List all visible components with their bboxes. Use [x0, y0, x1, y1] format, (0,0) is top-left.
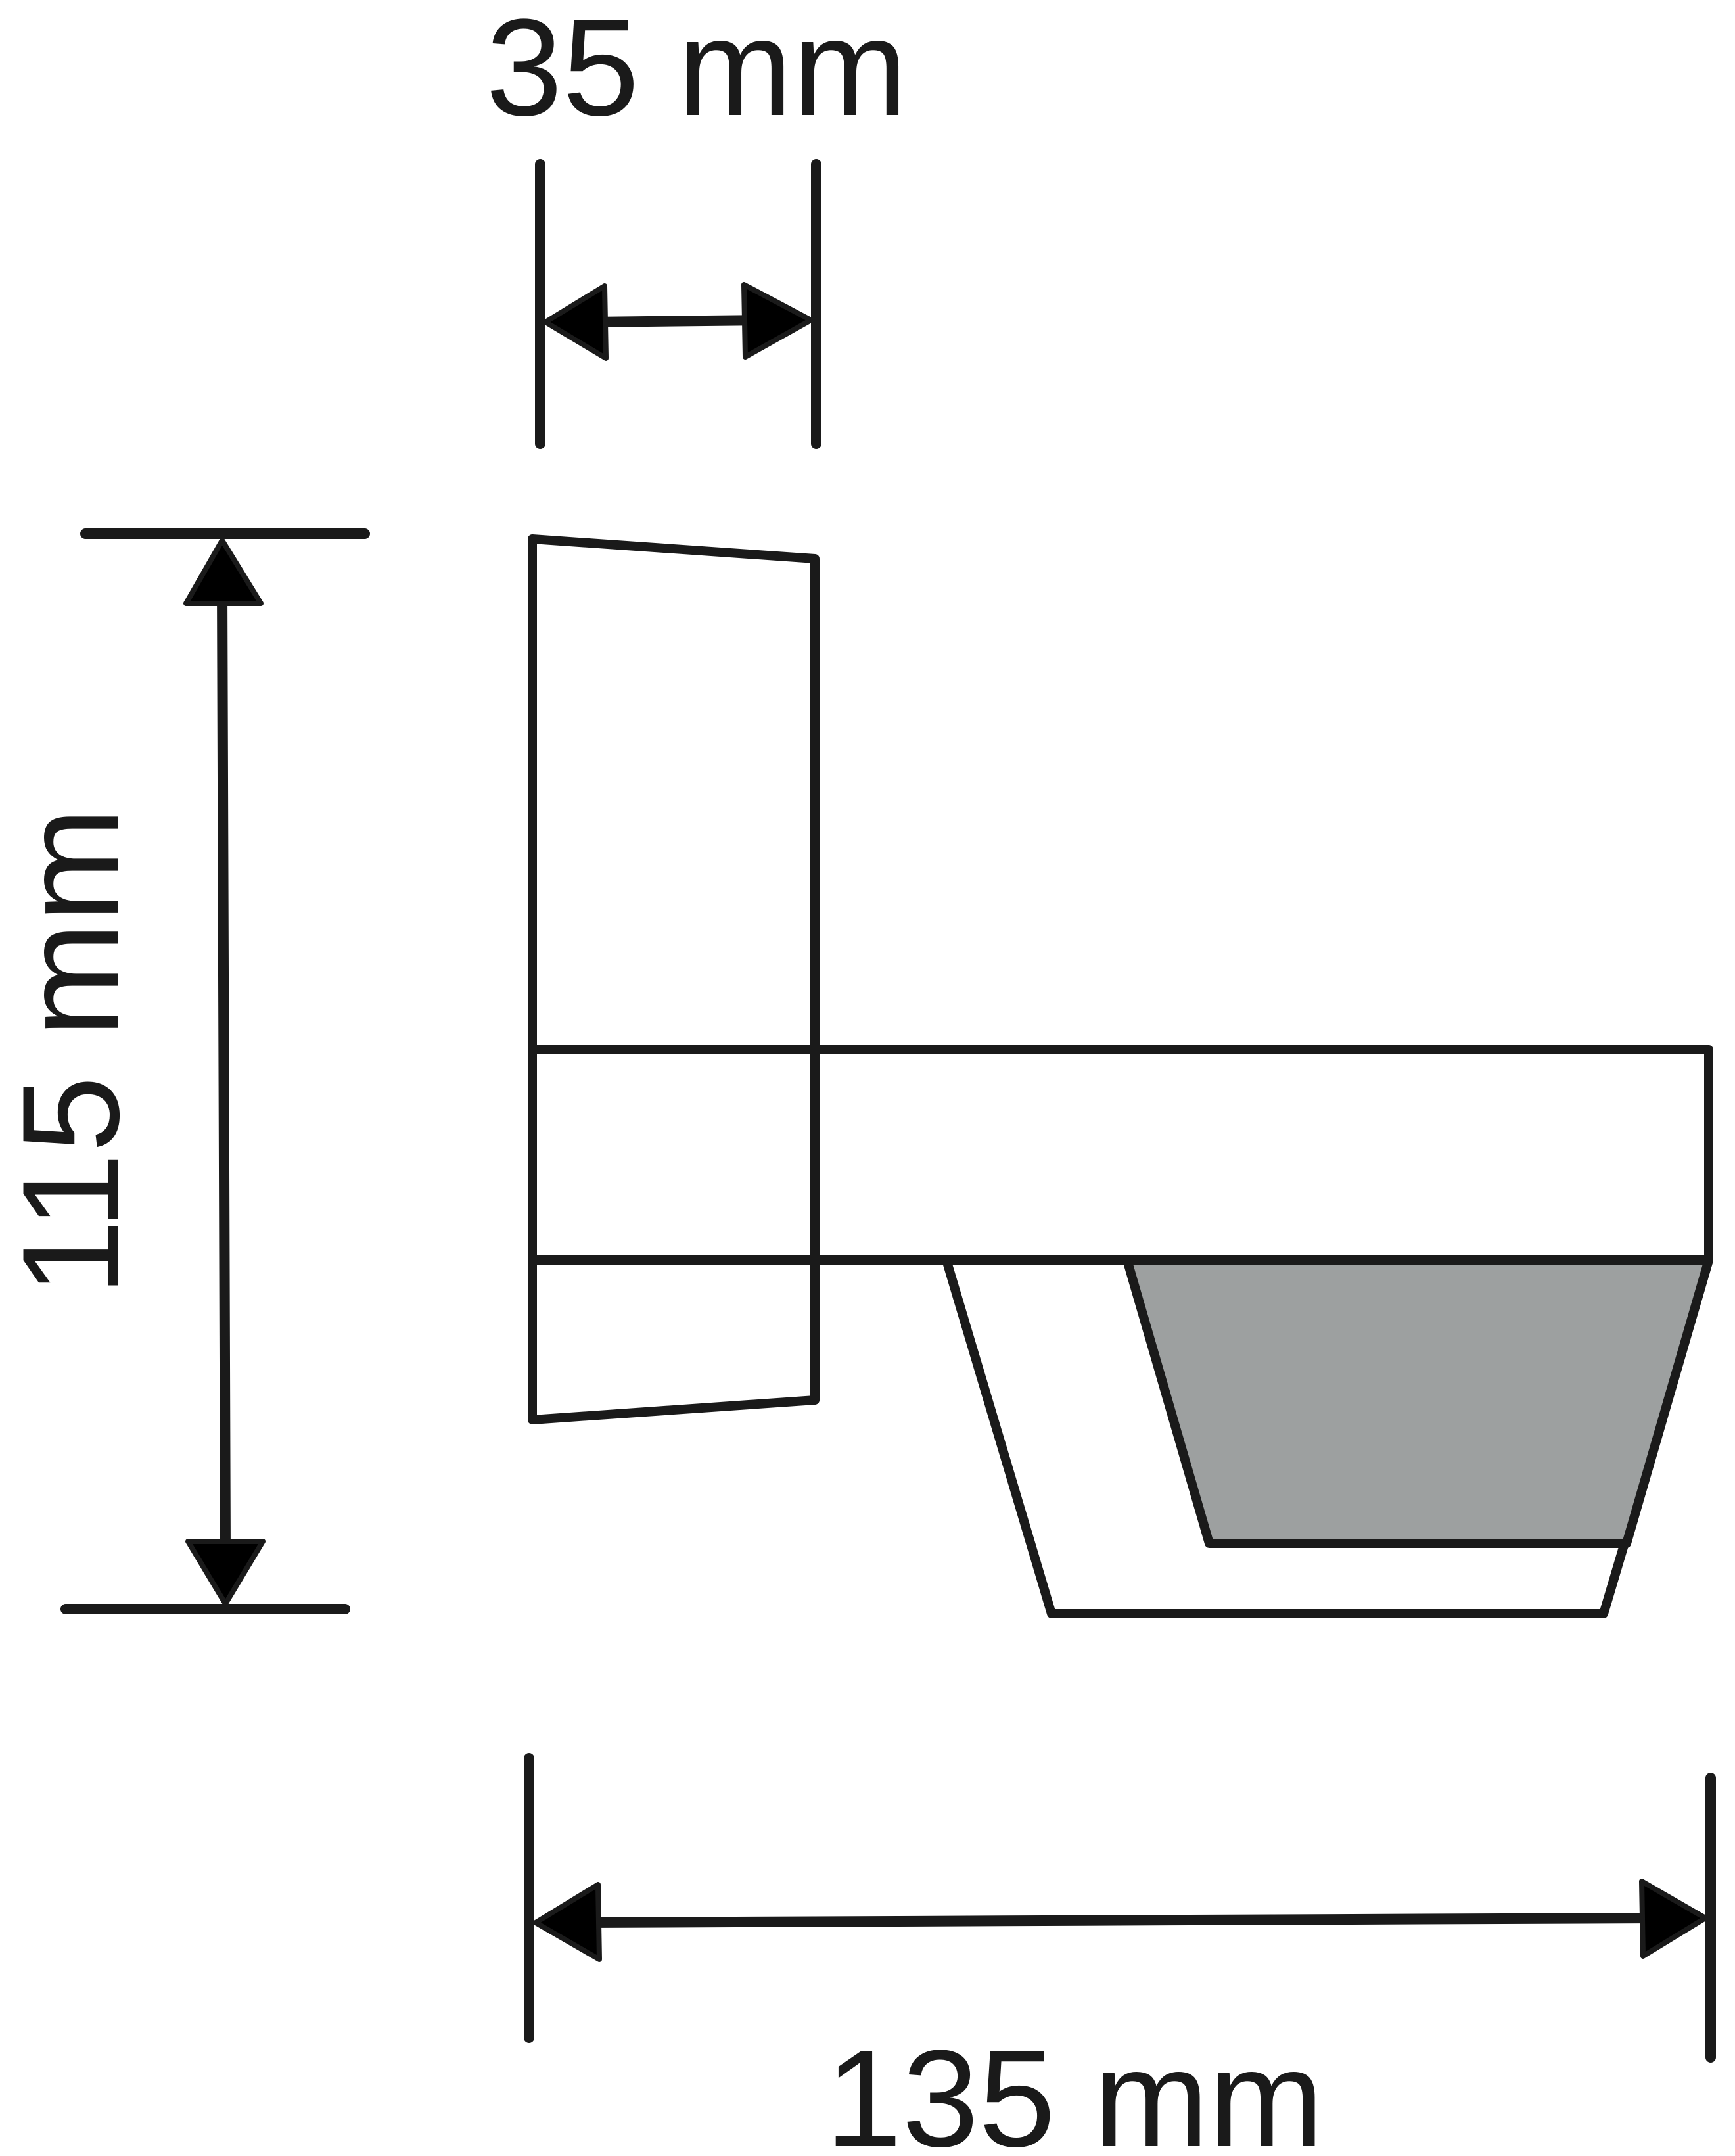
arm-bar — [528, 1045, 1713, 1265]
depth-dimension-line — [586, 315, 771, 327]
wall-mount-plate — [528, 534, 820, 1424]
height-dimension: 115 mm — [0, 528, 370, 1614]
depth-dimension-label: 35 mm — [486, 0, 908, 145]
height-dimension-label: 115 mm — [0, 808, 148, 1296]
width-arrowhead-right — [1639, 1879, 1708, 1959]
depth-arrowhead-left — [543, 283, 609, 361]
sensor-device — [528, 534, 1713, 1618]
width-dimension-line — [580, 1913, 1661, 1928]
width-dimension-label: 135 mm — [825, 2021, 1324, 2156]
depth-arrowhead-right — [741, 282, 814, 360]
sensor-lens — [1122, 1255, 1713, 1548]
width-dimension: 135 mm — [524, 1753, 1716, 2156]
height-arrowhead-bottom — [185, 1539, 266, 1606]
width-arrowhead-left — [533, 1882, 602, 1962]
height-dimension-line — [217, 580, 231, 1563]
depth-dimension: 35 mm — [486, 0, 908, 449]
height-arrowhead-top — [183, 538, 264, 606]
